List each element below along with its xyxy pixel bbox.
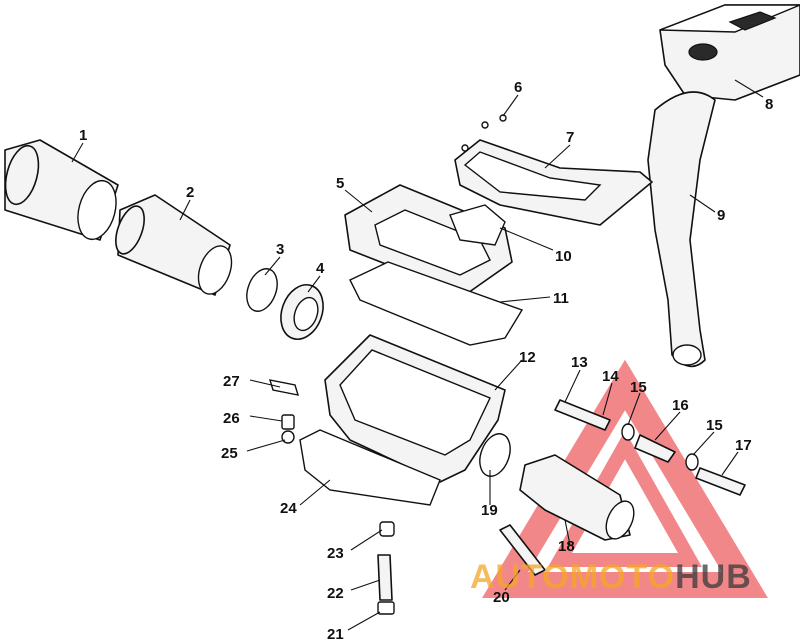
- leader-lines: [71, 79, 764, 631]
- watermark-auto: AUTO: [470, 558, 570, 596]
- callout-24: 24: [280, 500, 297, 517]
- callout-19: 19: [481, 502, 498, 519]
- callout-5: 5: [336, 175, 344, 192]
- callout-27: 27: [223, 373, 240, 390]
- part-1-prefilter: [4, 139, 119, 241]
- callout-2: 2: [186, 184, 194, 201]
- svg-text:AUTOMOTOHUB: AUTOMOTOHUB: [470, 558, 752, 596]
- watermark-wordmark: AUTOMOTOHUB: [470, 558, 752, 596]
- callout-9: 9: [717, 207, 725, 224]
- callout-21: 21: [327, 626, 344, 640]
- callout-18: 18: [558, 538, 575, 555]
- callout-8: 8: [765, 96, 773, 113]
- parts-21-23-fittings: [377, 521, 395, 615]
- callout-12: 12: [519, 349, 536, 366]
- part-6-screws: [461, 114, 507, 152]
- callout-6: 6: [514, 79, 522, 96]
- part-10-flange: [449, 204, 506, 246]
- callout-11: 11: [553, 290, 569, 307]
- part-24-shield: [299, 429, 441, 506]
- callout-14: 14: [602, 368, 619, 385]
- part-18-boot: [519, 454, 635, 541]
- callout-15a: 15: [630, 379, 647, 396]
- watermark-hub: HUB: [675, 558, 752, 596]
- part-4-coupler: [280, 284, 324, 340]
- parts-13-17-drain: [554, 399, 746, 496]
- callout-10: 10: [555, 248, 572, 265]
- callout-4: 4: [316, 260, 325, 277]
- part-3-clamp: [246, 268, 278, 312]
- parts-25-27-hardware: [268, 379, 300, 444]
- callout-3: 3: [276, 241, 284, 258]
- part-20-tube: [499, 524, 546, 576]
- part-9-intake-tube: [647, 91, 716, 368]
- callout-17: 17: [735, 437, 752, 454]
- callout-22: 22: [327, 585, 344, 602]
- callout-26: 26: [223, 410, 240, 427]
- callout-20: 20: [493, 589, 510, 606]
- callout-25: 25: [221, 445, 238, 462]
- callout-15b: 15: [706, 417, 723, 434]
- callout-7: 7: [566, 129, 574, 146]
- part-11-gasket: [349, 261, 524, 346]
- callout-13: 13: [571, 354, 588, 371]
- watermark-moto: MOTO: [570, 558, 675, 596]
- part-12-airbox: [324, 334, 506, 483]
- callouts: 1 2 3 4 5 6 7 8 9 10 11 12 13 14 15 15 1…: [79, 79, 773, 640]
- part-2-air-filter: [115, 194, 233, 296]
- part-8-intake-box: [659, 4, 800, 101]
- part-7-duct: [454, 139, 653, 226]
- part-5-cover-frame: [344, 184, 513, 296]
- callout-1: 1: [79, 127, 87, 144]
- callout-23: 23: [327, 545, 344, 562]
- callout-16: 16: [672, 397, 689, 414]
- part-19-seal: [479, 433, 511, 477]
